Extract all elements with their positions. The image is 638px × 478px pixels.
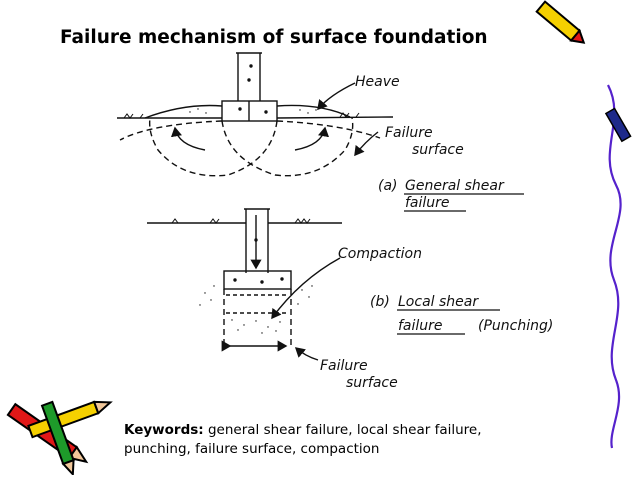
caption-a-prefix: (a) bbox=[378, 178, 398, 194]
failure-surface-pointer-a bbox=[354, 131, 379, 157]
caption-b-prefix: (b) bbox=[370, 294, 390, 310]
caption-a-line2: failure bbox=[405, 195, 450, 211]
keywords-text: Keywords: general shear failure, local s… bbox=[124, 421, 504, 459]
failure-curve-right bbox=[148, 117, 278, 177]
column-a bbox=[236, 52, 262, 101]
label-heave: Heave bbox=[355, 74, 400, 90]
keywords-label: Keywords: bbox=[124, 422, 204, 438]
stipple-a bbox=[189, 108, 317, 114]
movement-arrow-right bbox=[294, 126, 330, 151]
squiggle-decoration-right bbox=[604, 84, 632, 449]
pencil-clipart-bottom-left bbox=[6, 400, 113, 475]
label-compaction: Compaction bbox=[338, 246, 422, 262]
ground-line-a bbox=[117, 116, 394, 119]
label-surface-bottom: surface bbox=[346, 375, 398, 391]
heave-pointer bbox=[317, 82, 356, 111]
pencil-icon bbox=[535, 0, 586, 44]
pencil-icon bbox=[40, 400, 75, 475]
caption-b-line2: failure bbox=[398, 318, 443, 334]
footing-b bbox=[223, 270, 292, 290]
stipple-b bbox=[199, 285, 313, 334]
heave-hump-left bbox=[144, 104, 223, 119]
pencil-clipart-top-right bbox=[535, 0, 586, 44]
caption-b-underlines bbox=[397, 309, 500, 335]
movement-arrow-left bbox=[170, 126, 206, 151]
caption-a-underlines bbox=[404, 193, 524, 212]
slide-title: Failure mechanism of surface foundation bbox=[60, 27, 488, 48]
failure-wedge-right bbox=[276, 120, 381, 139]
failure-surface-pointer-b bbox=[294, 347, 319, 361]
column-b bbox=[244, 208, 270, 273]
caption-b-line1: Local shear bbox=[398, 294, 479, 310]
local-shear-sketch bbox=[147, 208, 342, 361]
caption-b-line3: (Punching) bbox=[478, 318, 553, 334]
compaction-pointer bbox=[271, 257, 341, 320]
caption-a-line1: General shear bbox=[405, 178, 505, 194]
pencil-icon bbox=[27, 400, 113, 439]
grass-ticks-a bbox=[123, 112, 360, 119]
heave-hump-right bbox=[276, 104, 351, 118]
failure-wedge-left bbox=[119, 120, 223, 141]
keywords-list: general shear failure, local shear failu… bbox=[124, 422, 482, 457]
failure-curve-left bbox=[221, 117, 354, 177]
label-surface-top: surface bbox=[412, 142, 464, 158]
label-failure-bottom: Failure bbox=[320, 358, 368, 374]
pencil-icon bbox=[604, 107, 632, 143]
general-shear-sketch bbox=[117, 52, 394, 177]
grass-ticks-b bbox=[171, 218, 311, 224]
label-failure-top: Failure bbox=[385, 125, 433, 141]
